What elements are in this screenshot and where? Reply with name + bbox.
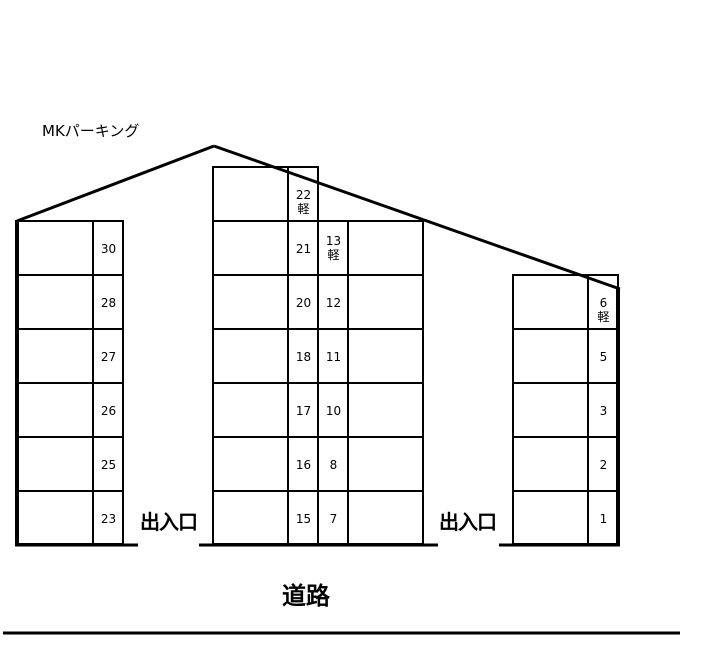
- space-26: 26: [100, 404, 117, 418]
- space-23: 23: [100, 512, 117, 526]
- space-number: 13: [325, 234, 342, 248]
- space-18: 18: [295, 350, 312, 364]
- space-11: 11: [325, 350, 342, 364]
- space-21: 21: [295, 242, 312, 256]
- space-5: 5: [599, 350, 608, 364]
- space-2: 2: [599, 458, 608, 472]
- space-25: 25: [100, 458, 117, 472]
- space-13: 13 軽: [319, 234, 348, 262]
- space-30: 30: [100, 242, 117, 256]
- space-22: 22 軽: [289, 188, 318, 216]
- space-7: 7: [329, 512, 338, 526]
- road-label: 道路: [282, 582, 330, 610]
- kei-label: 軽: [297, 202, 310, 216]
- entrance-text: 出入口: [439, 510, 497, 534]
- space-10: 10: [325, 404, 342, 418]
- entrance-label-left: 出入口: [140, 510, 198, 534]
- space-27: 27: [100, 350, 117, 364]
- space-6: 6 軽: [589, 296, 618, 324]
- space-number: 6: [599, 296, 608, 310]
- space-20: 20: [295, 296, 312, 310]
- kei-label: 軽: [597, 310, 610, 324]
- space-17: 17: [295, 404, 312, 418]
- space-12: 12: [325, 296, 342, 310]
- space-28: 28: [100, 296, 117, 310]
- boundary-line-left: [16, 144, 215, 223]
- left-block-grid: [15, 220, 138, 547]
- space-1: 1: [599, 512, 608, 526]
- space-15: 15: [295, 512, 312, 526]
- entrance-label-right: 出入口: [439, 510, 497, 534]
- boundary-line-right: [213, 144, 621, 291]
- parking-lot-title: MKパーキング: [42, 122, 140, 140]
- kei-label: 軽: [327, 248, 340, 262]
- space-number: 22: [295, 188, 312, 202]
- entrance-text: 出入口: [140, 510, 198, 534]
- center-block-grid: [199, 166, 438, 547]
- right-block-grid: [499, 274, 620, 547]
- space-8: 8: [329, 458, 338, 472]
- space-16: 16: [295, 458, 312, 472]
- space-3: 3: [599, 404, 608, 418]
